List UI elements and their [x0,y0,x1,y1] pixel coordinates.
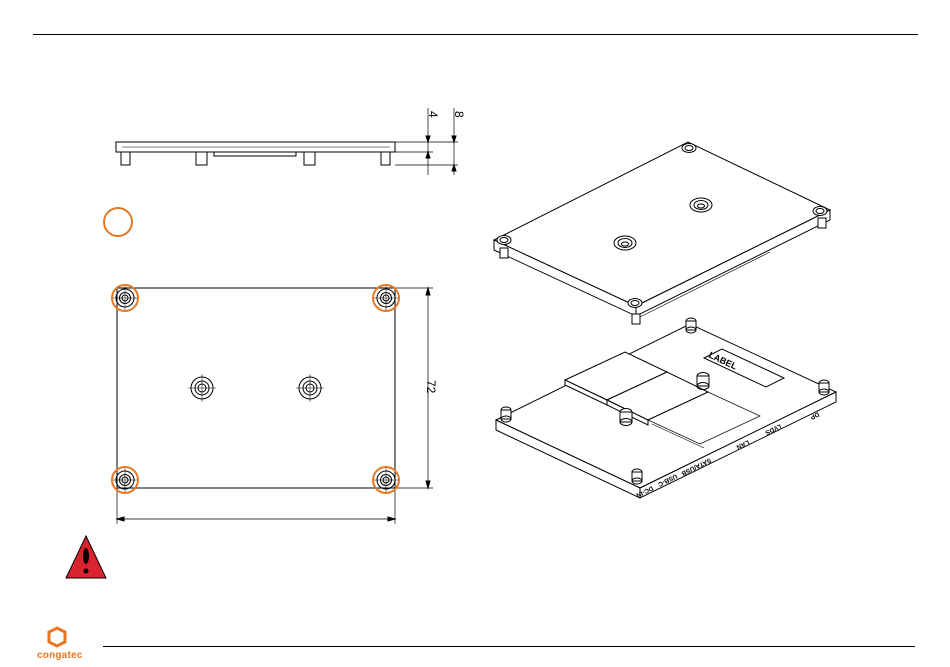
warning-triangle-icon [66,536,106,578]
dim-height-large: 8 [452,111,466,118]
brand-name: congatec [37,650,83,661]
legend-orange-circle-icon [104,208,132,236]
iso-module [496,318,836,498]
dim-width-side: 72 [424,380,438,394]
dim-height-small: 4 [426,111,440,118]
iso-heatspreader [494,142,830,324]
congatec-hexagon-logo-icon [49,628,65,646]
side-view [116,108,458,175]
top-view [113,286,433,524]
